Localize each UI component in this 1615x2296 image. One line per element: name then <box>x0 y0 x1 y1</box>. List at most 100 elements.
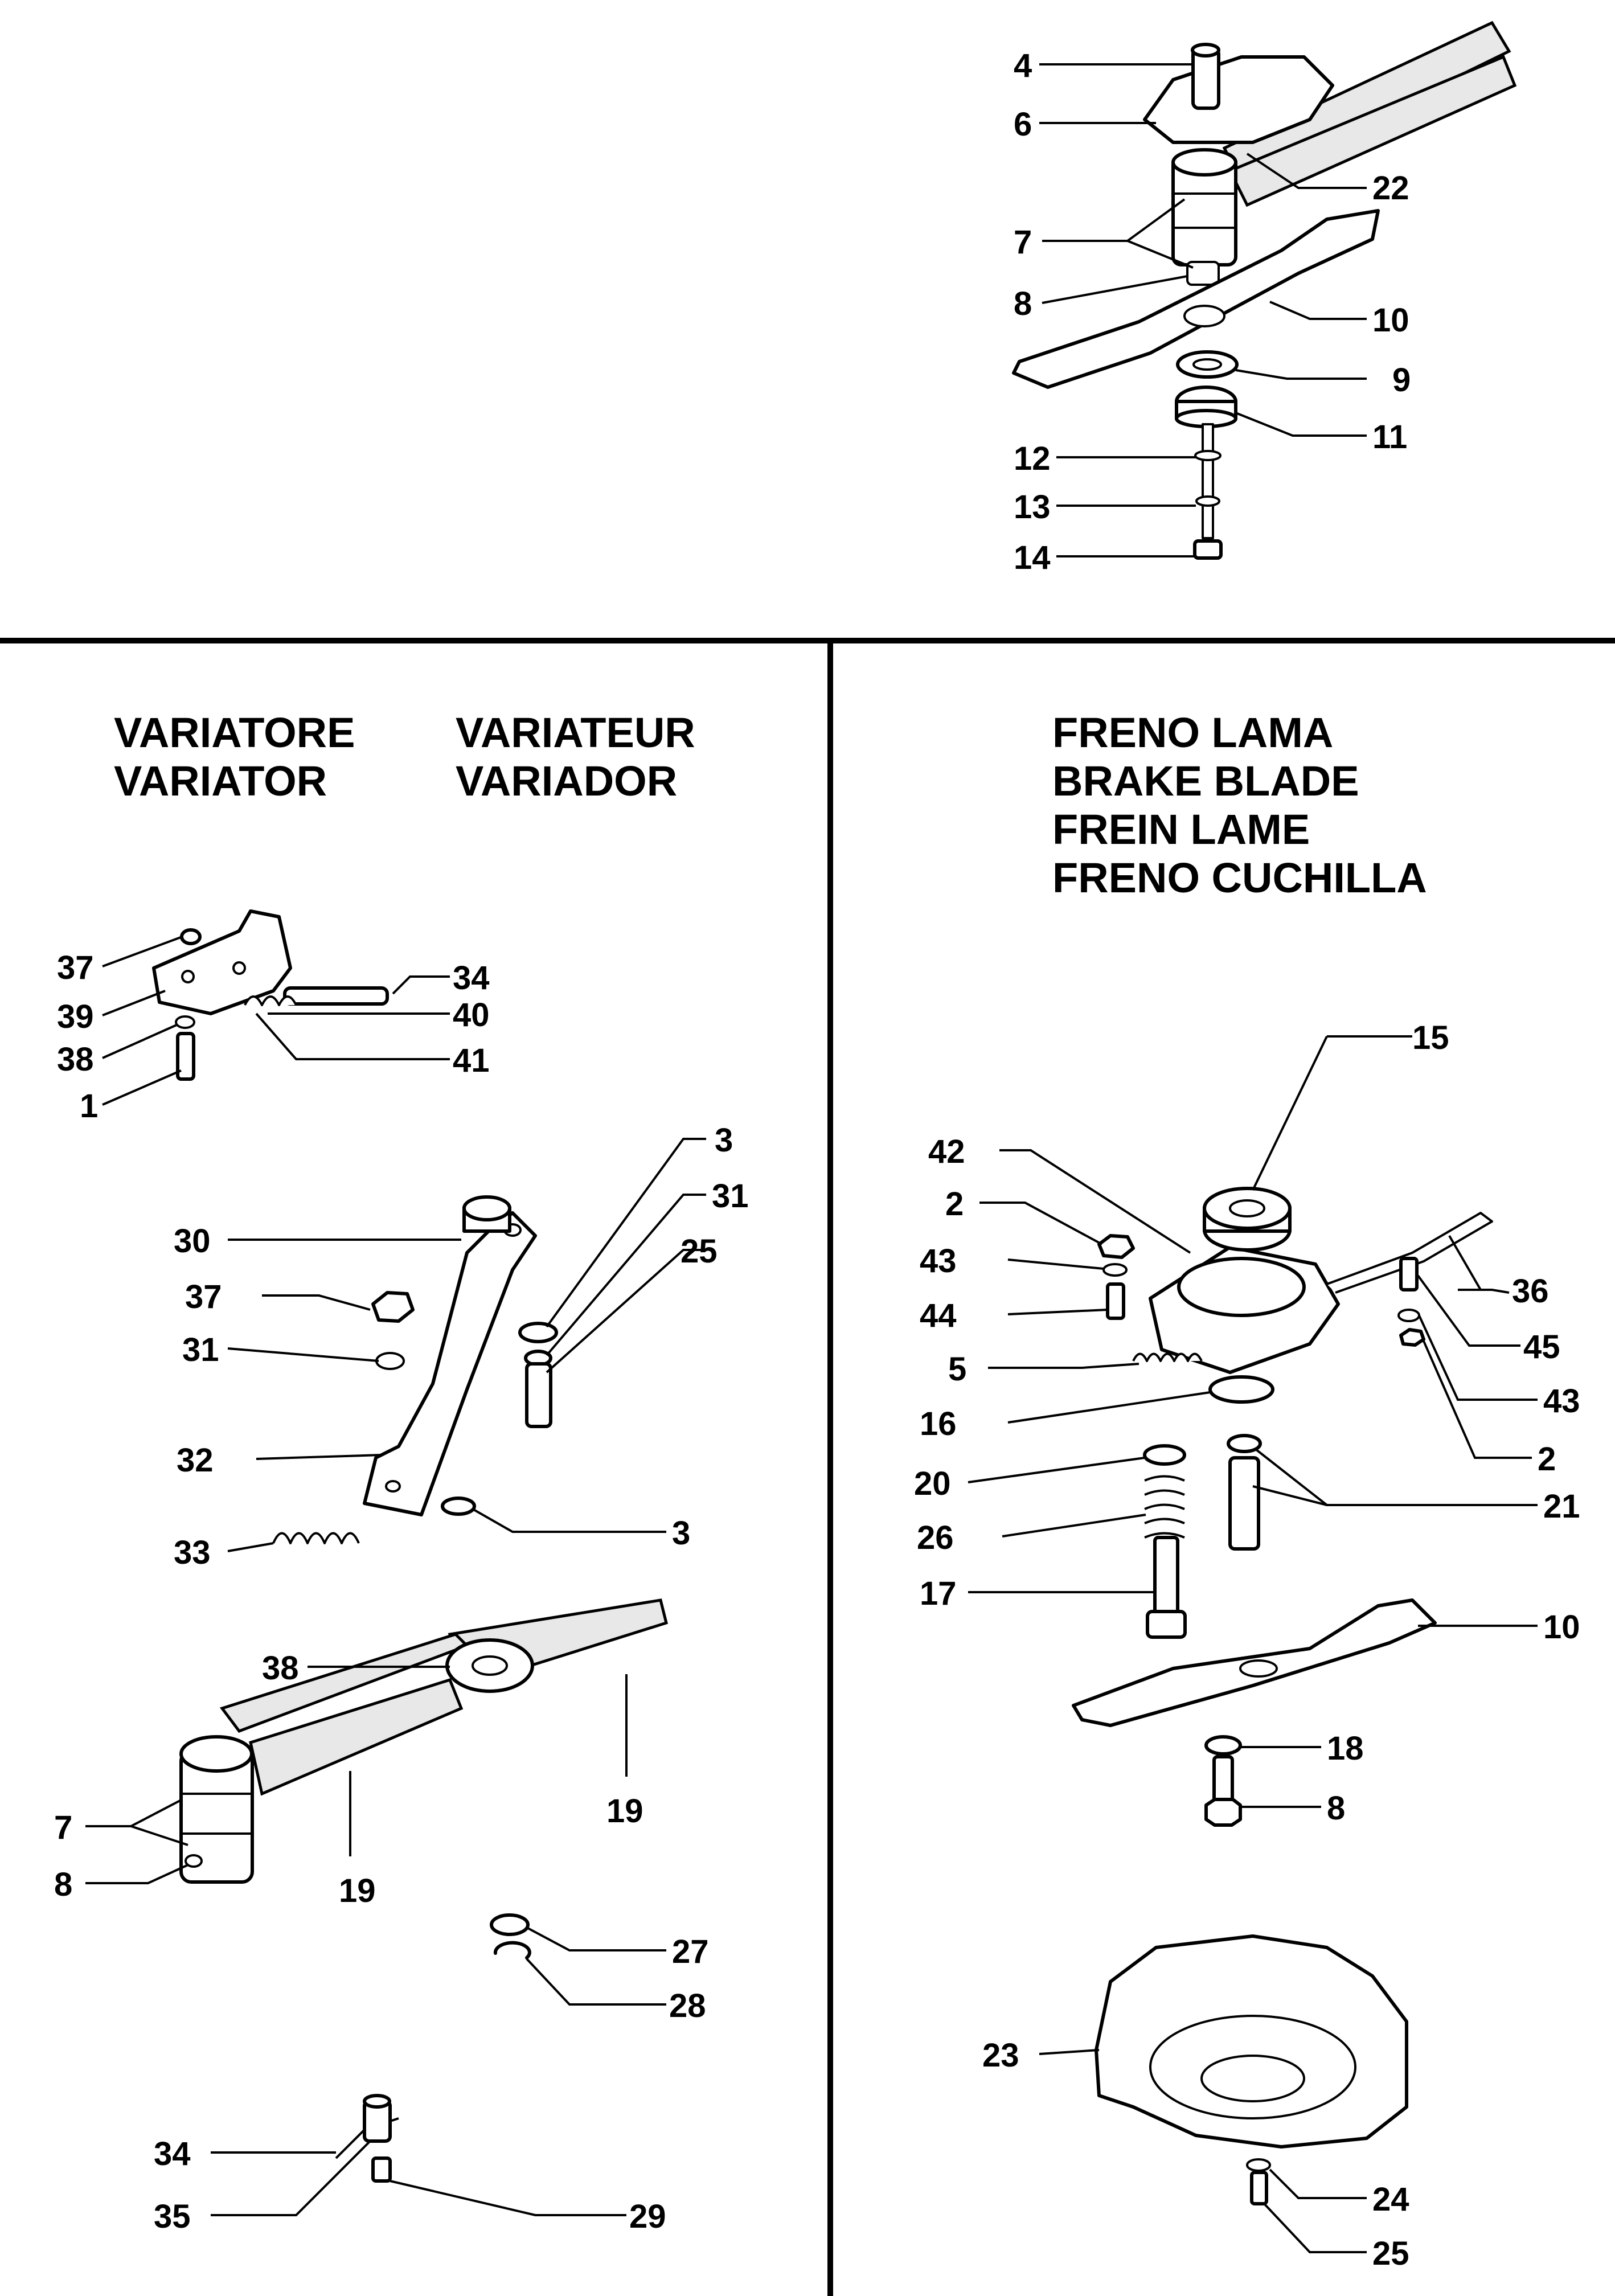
callout-16: 16 <box>920 1405 957 1442</box>
lockwasher-28 <box>493 1941 531 1959</box>
callout-8: 8 <box>1014 285 1032 322</box>
leader <box>1458 1289 1510 1294</box>
bolt-17-head <box>1146 1610 1187 1639</box>
washer-31 <box>375 1352 405 1370</box>
callout-38b: 38 <box>262 1650 299 1687</box>
leader <box>255 1012 450 1060</box>
callout-24: 24 <box>1372 2181 1409 2218</box>
nut-8 <box>1204 1798 1242 1827</box>
callout-17: 17 <box>920 1575 957 1612</box>
nut-37b <box>371 1291 415 1323</box>
washer-18 <box>1204 1735 1242 1756</box>
callout-5: 5 <box>948 1351 966 1388</box>
leader <box>1448 1235 1482 1291</box>
leader <box>1042 275 1188 304</box>
callout-9: 9 <box>1392 362 1411 399</box>
callout-45: 45 <box>1523 1329 1560 1366</box>
callout-39: 39 <box>57 998 94 1035</box>
callout-21: 21 <box>1543 1488 1580 1525</box>
top-blade-assembly: 4 6 22 7 8 10 9 11 12 13 14 <box>1012 20 1517 576</box>
leader <box>526 1926 666 1951</box>
washer-13 <box>1194 450 1222 461</box>
callout-40: 40 <box>453 997 490 1034</box>
title-variatore: VARIATORE <box>114 709 355 756</box>
leader <box>988 1363 1139 1369</box>
callout-11: 11 <box>1372 419 1407 456</box>
leader <box>1263 2203 1367 2253</box>
leader <box>1002 1514 1146 1538</box>
callout-43: 43 <box>920 1243 957 1280</box>
callout-19: 19 <box>606 1793 643 1830</box>
leader <box>1007 1258 1104 1270</box>
nut-2 <box>1097 1234 1135 1259</box>
screw-45 <box>1399 1257 1419 1292</box>
title-brake-blade: BRAKE BLADE <box>1052 757 1359 805</box>
title-frein-lame: FREIN LAME <box>1052 806 1310 853</box>
callout-1: 1 <box>80 1088 98 1125</box>
belt-19-lower <box>249 1678 464 1796</box>
leader <box>390 2180 626 2216</box>
callout-23: 23 <box>982 2037 1019 2074</box>
spring-26 <box>1144 1475 1185 1539</box>
washer-27 <box>490 1913 530 1936</box>
leader <box>546 1138 706 1328</box>
leader <box>1246 153 1367 189</box>
belt-22-lower <box>1228 55 1517 207</box>
callout-33: 33 <box>174 1534 211 1571</box>
callout-38: 38 <box>57 1041 94 1078</box>
washer-13b <box>1195 495 1220 507</box>
callout-7: 7 <box>1014 224 1032 261</box>
leader <box>1269 301 1367 320</box>
washer-43 <box>1102 1263 1128 1277</box>
callout-14: 14 <box>1014 539 1051 576</box>
nut-37 <box>180 928 202 945</box>
fitting-35-top <box>363 2094 391 2109</box>
leader <box>968 1457 1145 1483</box>
callout-10: 10 <box>1372 302 1409 339</box>
leader <box>102 1024 177 1059</box>
title-variador: VARIADOR <box>456 757 677 805</box>
callout-8c: 8 <box>1327 1790 1345 1827</box>
washer-20 <box>1143 1444 1186 1466</box>
callout-31: 31 <box>712 1178 749 1215</box>
variator-section: VARIATORE VARIATOR VARIATEUR VARIADOR 37… <box>54 709 749 2235</box>
setscrew-29 <box>371 2156 392 2183</box>
callout-2b: 2 <box>1538 1441 1556 1478</box>
callout-4: 4 <box>1014 47 1032 84</box>
hole <box>232 961 246 975</box>
callout-37b: 37 <box>185 1278 222 1315</box>
screw-1 <box>176 1032 195 1081</box>
hole <box>385 1480 401 1493</box>
callout-34: 34 <box>453 960 490 997</box>
spring-40 <box>244 995 297 1006</box>
bracket-39 <box>152 909 292 1015</box>
leader <box>979 1202 1102 1245</box>
callout-20: 20 <box>914 1465 951 1502</box>
callout-26: 26 <box>917 1519 954 1556</box>
callout-2: 2 <box>945 1186 964 1223</box>
leader <box>1423 1340 1532 1459</box>
leader <box>392 975 450 995</box>
callout-18: 18 <box>1327 1730 1364 1767</box>
title-freno-lama: FRENO LAMA <box>1052 709 1333 756</box>
leader <box>102 936 183 967</box>
callout-3b: 3 <box>672 1515 690 1552</box>
leader <box>102 990 166 1016</box>
callout-15: 15 <box>1412 1019 1449 1056</box>
callout-35: 35 <box>154 2198 191 2235</box>
title-variateur: VARIATEUR <box>456 709 695 756</box>
deflector-23-center <box>1200 2055 1305 2102</box>
callout-27: 27 <box>672 1933 709 1970</box>
pulley-7-top <box>1171 148 1237 177</box>
key-8b <box>185 1854 203 1868</box>
hole <box>181 970 195 983</box>
bolt-head-14 <box>1193 539 1223 560</box>
bushing-30-top <box>462 1195 511 1221</box>
leader <box>102 1069 182 1106</box>
callout-12: 12 <box>1014 440 1051 477</box>
blade-10-hole <box>1183 305 1225 327</box>
callout-32: 32 <box>177 1442 214 1479</box>
callout-3: 3 <box>715 1122 733 1159</box>
leader <box>85 1798 183 1827</box>
